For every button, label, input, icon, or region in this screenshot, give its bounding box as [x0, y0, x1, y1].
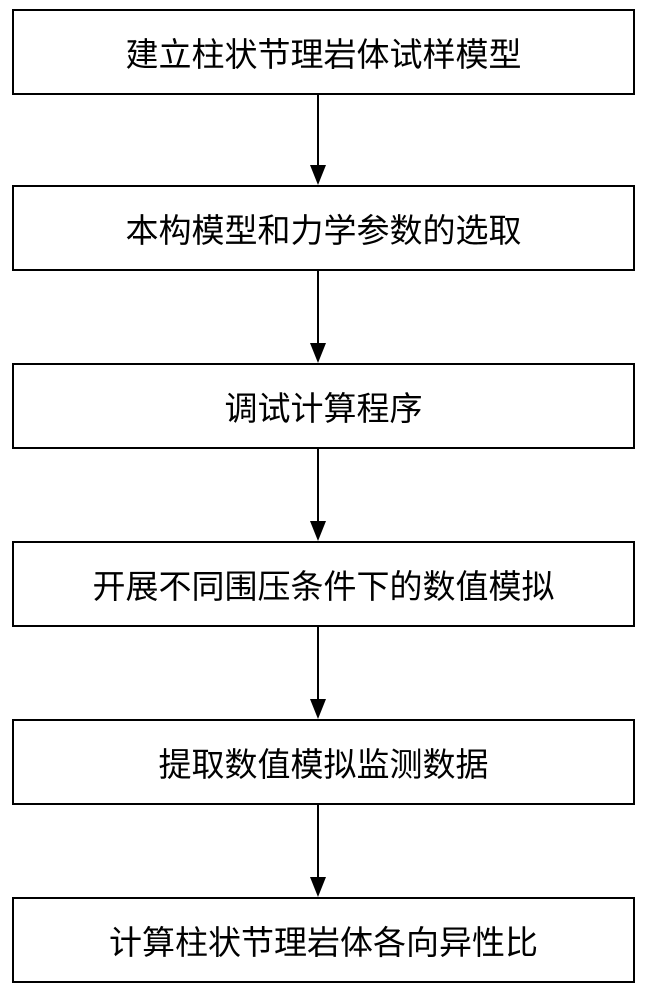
arrow-5 [303, 805, 333, 897]
step-box-5: 提取数值模拟监测数据 [12, 719, 635, 805]
step-label-4: 开展不同围压条件下的数值模拟 [92, 567, 555, 606]
step-label-5: 提取数值模拟监测数据 [158, 745, 489, 784]
step-label-1: 建立柱状节理岩体试样模型 [125, 35, 522, 74]
arrow-3 [303, 449, 333, 541]
step-label-2: 本构模型和力学参数的选取 [125, 211, 522, 250]
arrow-4 [303, 627, 333, 719]
step-label-3: 调试计算程序 [224, 389, 423, 428]
step-box-3: 调试计算程序 [12, 363, 635, 449]
arrow-2 [303, 271, 333, 363]
step-box-2: 本构模型和力学参数的选取 [12, 185, 635, 271]
arrow-1 [303, 95, 333, 185]
step-box-1: 建立柱状节理岩体试样模型 [12, 9, 635, 95]
step-box-4: 开展不同围压条件下的数值模拟 [12, 541, 635, 627]
step-box-6: 计算柱状节理岩体各向异性比 [12, 897, 635, 983]
step-label-6: 计算柱状节理岩体各向异性比 [109, 923, 538, 962]
